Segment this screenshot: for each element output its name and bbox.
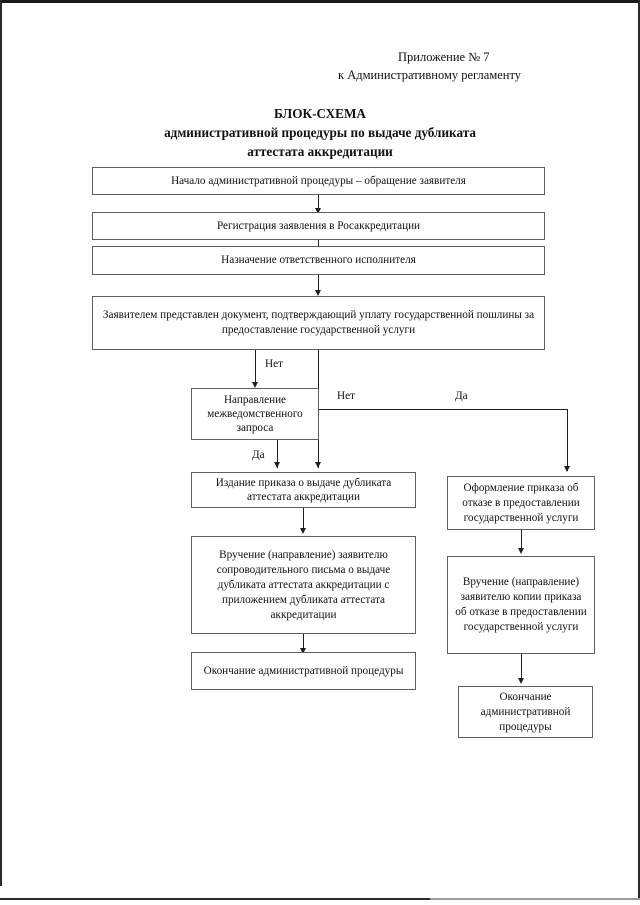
edge-label-yes-right: Да <box>455 390 468 402</box>
node-interagency-request-label: Направление межведомственного запроса <box>207 394 303 434</box>
node-order-issue-label: Издание приказа о выдаче дубликата аттес… <box>215 476 392 503</box>
arrow-refusal-delivery-to-end-right <box>518 678 524 684</box>
node-refusal-order: Оформление приказа об отказе в предостав… <box>447 476 595 530</box>
connector-duty-no-branch <box>255 350 256 384</box>
node-interagency-request: Направление межведомственного запроса <box>191 388 319 440</box>
connector-refusal-delivery-to-end-right <box>521 654 522 682</box>
node-delivery-letter-label: Вручение (направление) заявителю сопрово… <box>216 548 391 621</box>
node-refusal-delivery: Вручение (направление) заявителю копии п… <box>447 556 595 654</box>
arrow-refusal-order-to-delivery <box>518 548 524 554</box>
connector-start-to-registration <box>318 195 319 210</box>
title-line-1: БЛОК-СХЕМА <box>274 106 366 121</box>
arrow-order-to-delivery <box>300 528 306 534</box>
connector-refusal-order-to-delivery <box>521 530 522 552</box>
node-end-right: Окончание административной процедуры <box>458 686 593 738</box>
scan-edge-left <box>0 0 2 886</box>
node-registration: Регистрация заявления в Росаккредитации <box>92 212 545 240</box>
title-line-3: аттестата аккредитации <box>247 144 393 159</box>
connector-yes-right-down <box>567 409 568 471</box>
arrow-duty-to-interagency <box>252 382 258 388</box>
connector-interagency-no-right <box>319 409 568 410</box>
node-assign-executor: Назначение ответственного исполнителя <box>92 246 545 275</box>
node-order-issue: Издание приказа о выдаче дубликата аттес… <box>191 472 416 508</box>
arrow-start-to-registration <box>315 208 321 214</box>
arrow-delivery-to-end-left <box>300 648 306 654</box>
connector-assign-to-duty <box>318 275 319 293</box>
node-registration-label: Регистрация заявления в Росаккредитации <box>216 219 421 232</box>
scan-edge-bottom-light <box>430 898 640 900</box>
connector-delivery-to-end-left <box>303 634 304 652</box>
node-delivery-letter: Вручение (направление) заявителю сопрово… <box>191 536 416 634</box>
title-line-2: административной процедуры по выдаче дуб… <box>164 125 476 140</box>
appendix-header: Приложение № 7 к Административному регла… <box>330 48 610 84</box>
arrow-interagency-to-order-issue <box>274 462 280 468</box>
scan-edge-right <box>638 0 640 900</box>
node-start-label: Начало административной процедуры – обра… <box>171 174 466 187</box>
node-end-left-label: Окончание административной процедуры <box>203 664 404 677</box>
scan-edge-top <box>0 0 640 3</box>
edge-label-no-mid: Нет <box>337 390 355 402</box>
node-refusal-delivery-label: Вручение (направление) заявителю копии п… <box>455 576 587 633</box>
appendix-reference: к Административному регламенту <box>338 68 522 82</box>
scan-edge-bottom <box>0 898 430 900</box>
node-duty-check: Заявителем представлен документ, подтвер… <box>92 296 545 350</box>
node-duty-check-label: Заявителем представлен документ, подтвер… <box>102 309 535 336</box>
arrow-yes-to-refusal-order <box>564 466 570 472</box>
node-assign-executor-label: Назначение ответственного исполнителя <box>221 254 416 267</box>
node-end-left: Окончание административной процедуры <box>191 652 416 690</box>
node-end-right-label: Окончание административной процедуры <box>480 690 571 733</box>
connector-order-to-delivery <box>303 508 304 532</box>
appendix-number: Приложение № 7 <box>398 50 490 64</box>
connector-interagency-yes-down <box>277 440 278 468</box>
node-refusal-order-label: Оформление приказа об отказе в предостав… <box>462 481 580 524</box>
arrow-center-to-order-issue <box>315 462 321 468</box>
arrow-assign-to-duty <box>315 290 321 296</box>
node-start: Начало административной процедуры – обра… <box>92 167 545 195</box>
page-title: БЛОК-СХЕМА административной процедуры по… <box>70 104 570 161</box>
edge-label-no-top: Нет <box>265 358 283 370</box>
edge-label-yes-left: Да <box>252 449 265 461</box>
